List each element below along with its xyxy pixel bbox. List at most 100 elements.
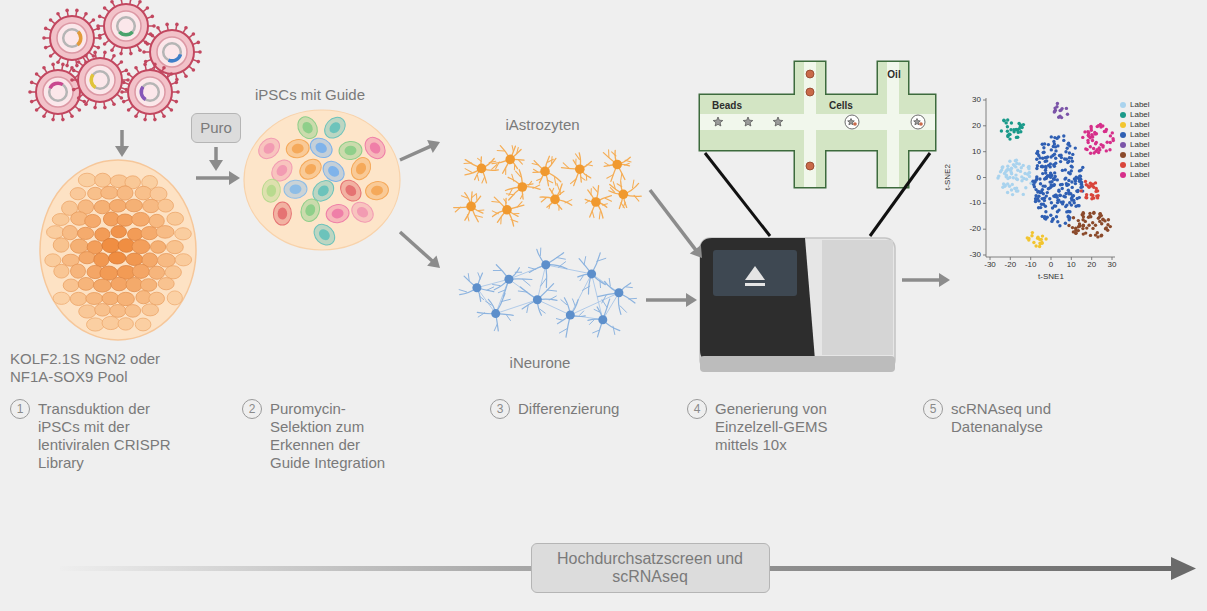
cell-point [1053,142,1056,145]
virus-spike-tip [77,96,81,100]
neurite [603,293,619,320]
cell-nucleus [289,184,302,195]
cell-point [1002,119,1005,122]
virus-spike-tip [134,66,138,70]
cell-point [1017,122,1020,125]
cell-point [1057,135,1060,138]
cell-point [1056,102,1059,105]
astrocyte-panel: iAstrozyten [440,116,645,228]
neuron-dendrite [584,257,586,265]
cell-point [1040,165,1043,168]
cell-point [1042,151,1045,154]
astrocyte-process [517,202,522,207]
cell-point [1061,187,1064,190]
stem-cell [128,228,143,240]
cell-point [1058,109,1061,112]
stem-cell [158,199,174,212]
stem-cell [132,240,150,254]
cell-nucleus [355,205,370,220]
cell-point [1070,165,1073,168]
neuron-dendrite [478,313,485,317]
label-holder: Oil [882,66,906,84]
cell-point [1086,130,1089,133]
plot-tick [983,100,986,101]
flow-arrow [400,140,440,160]
cell-point [1041,184,1044,187]
neuron-panel: iNeurone [440,246,640,372]
astrocyte-process [529,181,532,185]
cell-point [1011,183,1014,186]
virus-spike-tip [127,72,131,76]
box-label: Puro [200,119,232,137]
astrocyte-process [532,164,538,165]
cell-point [1012,176,1015,179]
astrocyte-process [478,209,484,211]
cell-point [1009,128,1012,131]
cell-point [1071,153,1074,156]
cell-point [1101,145,1104,148]
cell-point [1061,169,1064,172]
cell-point [1092,211,1095,214]
stem-cell [78,173,96,187]
legend-swatch [1120,152,1126,158]
cell-point [1008,137,1011,140]
flow-arrow-line [400,146,431,160]
virus-spike-tip [92,54,96,58]
stem-cell [167,291,182,305]
virus-spike-tip [93,51,97,55]
cell-point [1022,193,1025,196]
axis-tick: 10 [1059,260,1083,270]
axis-tick: 20 [1080,260,1104,270]
neurite [496,300,538,314]
cell-nucleus [331,208,344,219]
cell-nucleus [370,185,383,196]
cell-point [1071,160,1074,163]
astrocyte-body [466,202,476,212]
legend-swatch [1120,172,1126,178]
label-holder: -10 [956,198,981,208]
astrocyte-process [520,194,522,199]
cell-point [1058,224,1061,227]
label-holder: 30 [956,95,981,105]
plot-tick [983,151,986,152]
stem-cell [143,199,160,212]
neuron-dendrite [559,328,567,333]
stem-cell [78,227,94,239]
process-arrow-line [214,147,218,161]
legend-text: Label [1130,170,1150,180]
axis-tick: 30 [1100,260,1124,270]
cell-point [1099,125,1102,128]
cell-point [1081,227,1084,230]
neuron-dendrite [515,272,522,273]
chip-label: Beads [712,97,762,115]
stem-cell [110,305,126,318]
neuron-dendrite [468,274,470,281]
astrocyte-process [575,154,579,160]
astrocyte-process [547,180,553,183]
eject-symbol [745,266,765,280]
virus-spike-tip [30,100,34,104]
neuron-dendrite [493,270,501,271]
virus-spike-tip [153,118,157,122]
cell-point [1105,226,1108,229]
cell-point [1049,155,1052,158]
astrocyte-body [612,160,622,170]
stem-cell [78,278,94,291]
astrocyte-body [591,197,601,207]
neurite [592,274,619,293]
cell-point [1037,199,1040,202]
plot-tick [983,255,986,256]
stem-cell [95,304,111,317]
cell-point [1006,165,1009,168]
cell-label: iNeurone [510,354,571,372]
axis-title: t-SNE1 [1021,272,1081,282]
cell-point [1103,219,1106,222]
cell-nucleus [274,163,289,178]
astrocyte-process [605,163,610,166]
virus-spike-tip [51,118,55,122]
cell-point [1034,244,1037,247]
label-holder: 0 [1039,260,1063,270]
neuron-dendrite [549,296,556,300]
neuron-body [504,275,513,284]
stem-cell [85,214,101,227]
